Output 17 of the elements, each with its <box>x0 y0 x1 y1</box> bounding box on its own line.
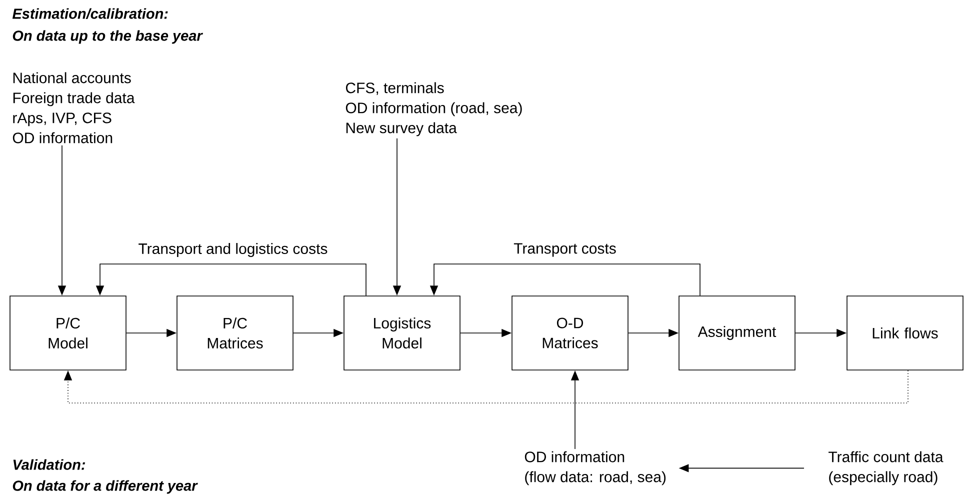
heading-text: On data for a different year <box>12 480 198 494</box>
heading-text: Validation: <box>13 459 86 470</box>
data-source-text: National accounts Foreign trade data rAps, IVP, CFS OD information <box>12 72 135 144</box>
heading-text: On data up to the base year <box>12 30 203 44</box>
edge-label: Transport costs <box>512 242 618 258</box>
data-source-text: Traffic count data (especially road) <box>828 451 944 486</box>
process-box: Logistics Model <box>344 296 460 370</box>
process-box: P/C Matrices <box>176 296 294 370</box>
process-box: Assignment <box>678 296 796 370</box>
process-box: O-D Matrices <box>512 296 628 370</box>
edge-label: Transport and logistics costs <box>137 242 329 258</box>
data-source-text: CFS, terminals OD information (road, sea) New survey data <box>346 82 522 136</box>
heading-text: Estimation/calibration: <box>12 8 168 19</box>
process-box: P/C Model <box>10 296 126 370</box>
data-source-text: OD information (flow data: road, sea) <box>524 451 666 486</box>
arrow <box>64 370 908 404</box>
process-box: Link flows <box>846 296 964 370</box>
